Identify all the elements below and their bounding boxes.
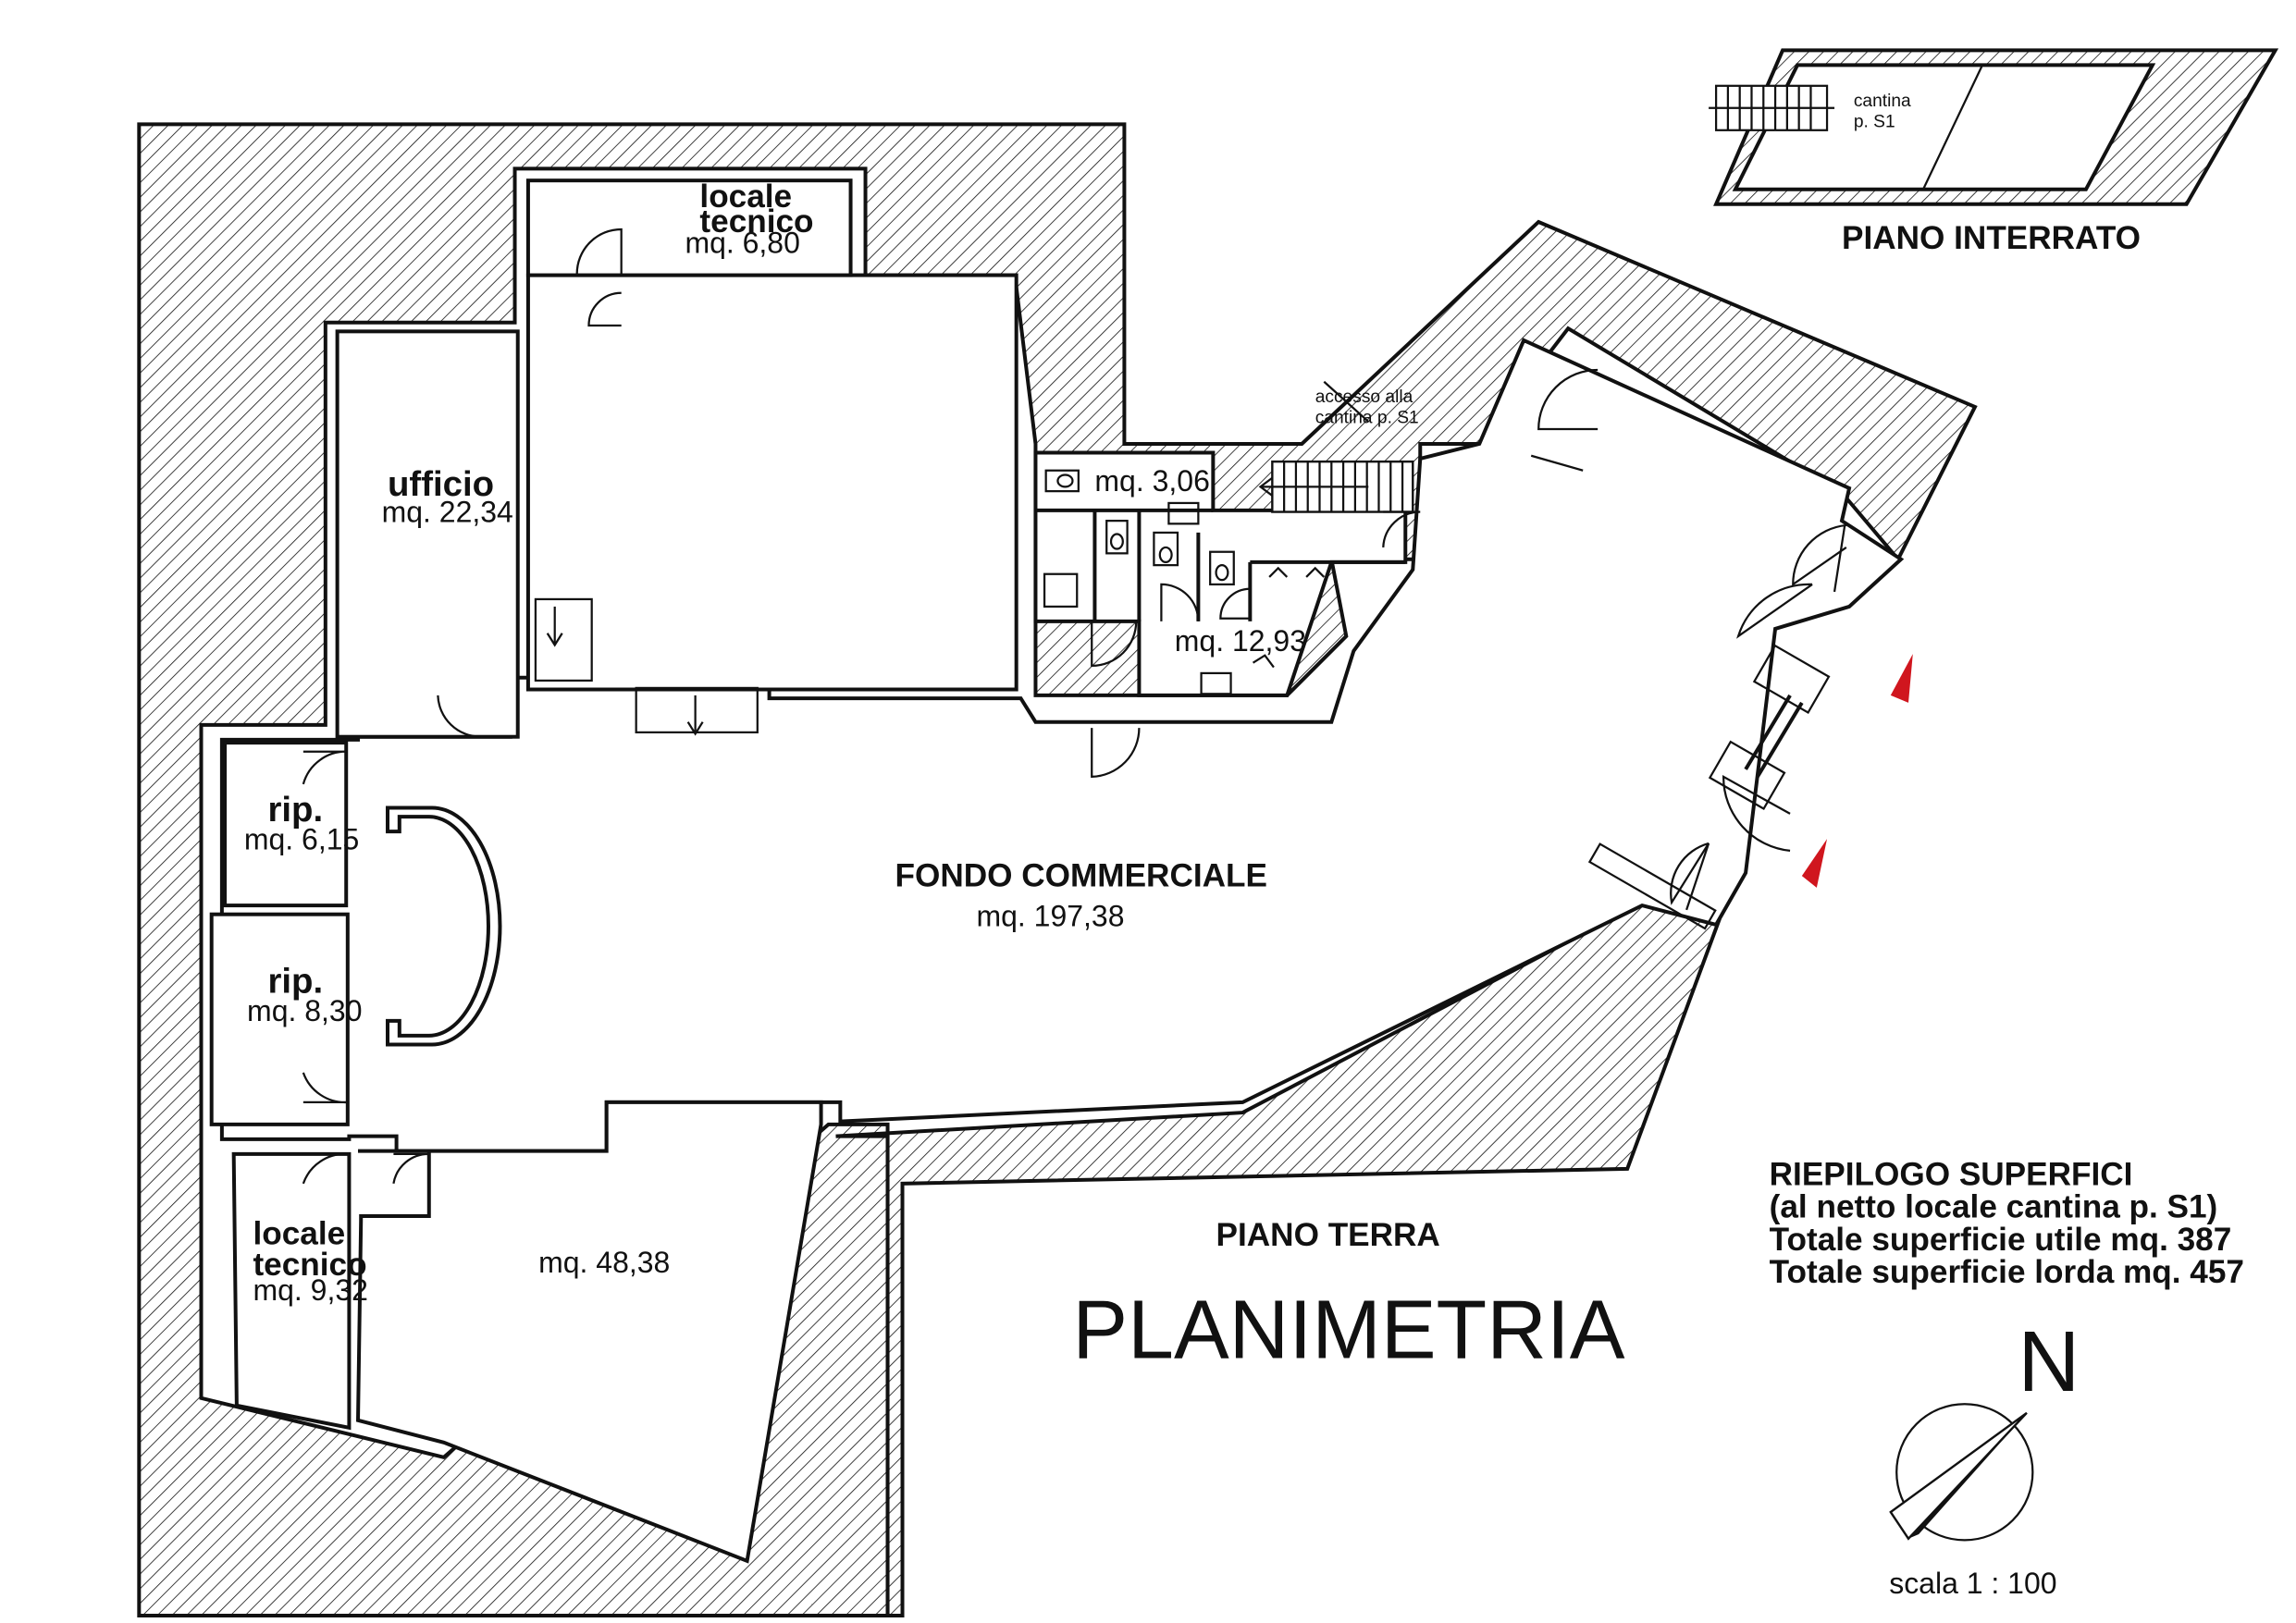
entrance-marker-icon: [1801, 839, 1828, 888]
room-name: FONDO COMMERCIALE: [895, 857, 1267, 893]
sink-icon: [1167, 501, 1200, 525]
sink-icon: [1200, 671, 1232, 695]
door-swing: [575, 227, 623, 274]
room-name: locale: [253, 1215, 345, 1251]
urinal-icon: [1268, 566, 1289, 578]
room-area: mq. 48,38: [538, 1246, 670, 1279]
summary-note: (al netto locale cantina p. S1): [1770, 1189, 2218, 1225]
room-name: rip.: [267, 790, 323, 830]
text-labels: locale tecnico mq. 6,80 ufficio mq. 22,3…: [244, 92, 2244, 1600]
toilet-icon: [1044, 469, 1080, 493]
door-swing: [1091, 621, 1138, 668]
hatch-lower-right: [835, 892, 1722, 1618]
room-name: tecnico: [699, 203, 813, 240]
door-swing: [302, 750, 348, 785]
toilet-icon: [1153, 531, 1179, 567]
sink-icon: [1043, 572, 1079, 609]
ufficio-room: [335, 329, 520, 739]
summary-title: RIEPILOGO SUPERFICI: [1770, 1156, 2133, 1192]
storefront: [1587, 644, 1831, 930]
toilet-icon: [1105, 520, 1129, 555]
door-swing: [1537, 368, 1599, 431]
central-room: [525, 273, 1018, 692]
door-swing: [302, 1152, 348, 1185]
basement-label: PIANO INTERRATO: [1842, 220, 2141, 256]
locale-tecnico-top-room: [525, 178, 853, 277]
door-swing: [1219, 587, 1251, 620]
room-name: tecnico: [253, 1247, 366, 1283]
door-swing: [1382, 510, 1421, 547]
sanitary-fixtures: [1043, 469, 1326, 695]
ground-floor-label: PIANO TERRA: [1216, 1217, 1440, 1253]
door-swing: [1160, 583, 1200, 621]
room-area: mq. 9,32: [253, 1273, 367, 1307]
sink-icon: [1252, 654, 1275, 669]
room-area: mq. 22,34: [382, 496, 513, 529]
rip-room-1: [223, 741, 349, 908]
rip-room-2: [209, 912, 350, 1126]
room-area: mq. 6,80: [685, 227, 799, 260]
room-48-38: [355, 1100, 823, 1564]
door-swing: [1670, 842, 1710, 905]
annotation: cantina p. S1: [1315, 409, 1419, 428]
urinal-icon: [1305, 566, 1326, 578]
toilet-icon: [1209, 550, 1235, 586]
curved-counter: [385, 805, 502, 1047]
door-swing: [302, 1072, 348, 1103]
room-area: mq. 8,30: [247, 994, 362, 1027]
room-name: ufficio: [388, 464, 494, 504]
summary-gross: Totale superficie lorda mq. 457: [1770, 1254, 2244, 1290]
entrance-marker-icon: [1890, 654, 1913, 703]
room-area: mq. 3,06: [1094, 464, 1209, 498]
door-swing: [392, 1152, 429, 1185]
room-name: locale: [699, 178, 792, 215]
room-area: mq. 12,93: [1175, 624, 1306, 658]
door-swing: [1736, 583, 1813, 639]
drawing-title: PLANIMETRIA: [1072, 1284, 1624, 1376]
room-area: mq. 197,38: [976, 899, 1124, 932]
annotation: cantina: [1854, 92, 1911, 111]
basement-room: [1732, 63, 2156, 191]
door-swing: [437, 695, 481, 738]
basement-inset: [1709, 48, 2279, 206]
annotation: p. S1: [1854, 113, 1895, 132]
door-swing: [1792, 523, 1847, 587]
north-compass-icon: [1889, 1403, 2034, 1542]
interior-details: [302, 227, 1913, 1185]
summary-useful: Totale superficie utile mq. 387: [1770, 1222, 2232, 1258]
level-arrows: [534, 597, 759, 736]
room-name: rip.: [267, 961, 323, 1001]
north-label: N: [2018, 1313, 2080, 1409]
interior-spaces: [209, 178, 1905, 1564]
stairs-to-cellar: [1258, 380, 1414, 513]
room-area: mq. 6,15: [244, 822, 359, 855]
annotation: accesso alla: [1315, 387, 1413, 407]
basement-stairs: [1709, 84, 1835, 131]
door-swing: [587, 291, 622, 327]
door-swing: [1091, 728, 1141, 779]
scale-label: scala 1 : 100: [1889, 1567, 2056, 1600]
